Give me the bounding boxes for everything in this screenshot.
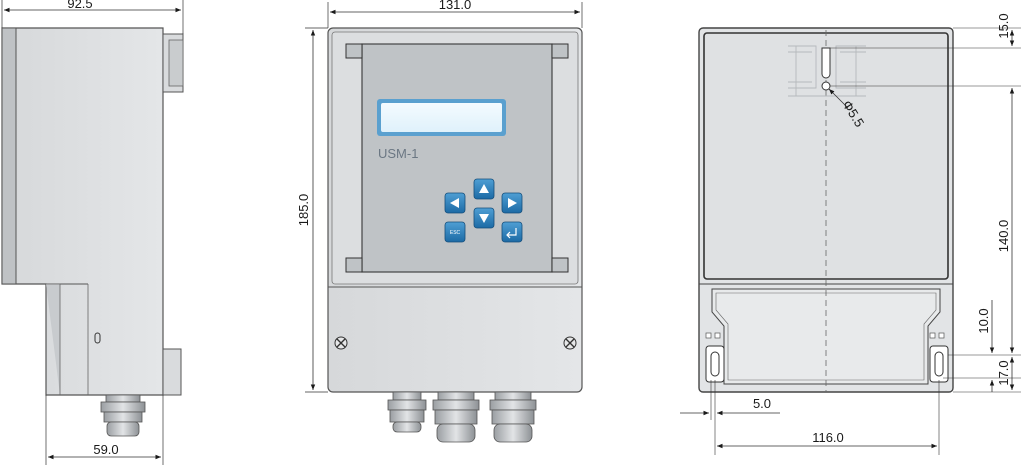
screw-right (563, 336, 577, 350)
device-label: USM-1 (378, 146, 418, 161)
rear-view-slot-dimension: 10.0 (943, 300, 1021, 392)
mounting-keyhole (821, 47, 831, 79)
key-up[interactable] (473, 178, 495, 200)
rear-view (698, 27, 954, 393)
key-enter[interactable] (501, 221, 523, 243)
side-view-body (1, 27, 164, 396)
front-view-width-dimension: 131.0 (327, 0, 583, 28)
keypad: ESC (444, 178, 523, 243)
cable-gland-3 (489, 391, 537, 443)
front-view-height-dimension: 185.0 (296, 27, 328, 393)
side-view (1, 27, 184, 437)
front-view-height-label: 185.0 (296, 194, 311, 227)
rear-view-bottom-label: 17.0 (996, 360, 1011, 385)
rear-view-slot-label: 10.0 (976, 308, 991, 333)
rear-view-top-label: 15.0 (996, 13, 1011, 38)
screw-left (334, 336, 348, 350)
mounting-slot-right (929, 345, 949, 383)
front-view: USM-1 ESC (327, 27, 583, 443)
cable-gland-1 (387, 391, 427, 433)
cable-gland-2 (432, 391, 480, 443)
side-view-width-dimension: 92.5 (1, 0, 184, 34)
side-view-base-label: 59.0 (93, 442, 118, 457)
key-down[interactable] (473, 207, 495, 229)
front-view-width-label: 131.0 (439, 0, 472, 12)
rear-view-mid-dimension: 140.0 (948, 88, 1021, 356)
key-left[interactable] (444, 192, 466, 214)
rear-view-spacing-label: 116.0 (812, 430, 844, 445)
rear-view-offset-label: 5.0 (753, 396, 771, 411)
rear-view-spacing-dimension: 116.0 (717, 380, 940, 455)
side-view-width-label: 92.5 (67, 0, 92, 11)
mounting-slot-left (705, 345, 725, 383)
key-right[interactable] (501, 192, 523, 214)
side-view-bottom-clip (162, 348, 182, 396)
rear-view-mid-label: 140.0 (996, 220, 1011, 253)
rear-view-top-dimension: 15.0 (830, 13, 1021, 87)
key-esc-label: ESC (450, 230, 461, 236)
key-esc[interactable]: ESC (444, 221, 466, 243)
rear-view-lower-recess (711, 288, 941, 385)
side-view-edge (1, 27, 17, 285)
side-view-base-dimension: 59.0 (45, 395, 164, 465)
rear-view-bottom-dimension: 17.0 (953, 357, 1021, 393)
rear-view-offset-dimension: 5.0 (680, 380, 780, 455)
din-rail-outline (788, 45, 866, 97)
enter-icon (506, 228, 517, 239)
side-view-cable-gland (100, 394, 146, 437)
